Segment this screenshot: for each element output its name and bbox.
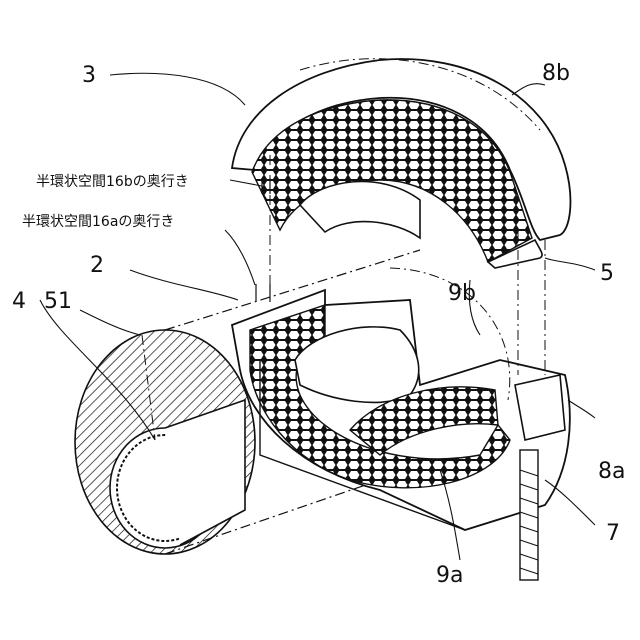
- bolt: [520, 450, 538, 580]
- label-4: 4: [12, 289, 26, 314]
- label-9a: 9a: [436, 563, 463, 588]
- label-2: 2: [90, 253, 104, 278]
- label-8b: 8b: [542, 61, 570, 86]
- label-51: 51: [44, 289, 72, 314]
- label-5: 5: [600, 261, 614, 286]
- label-3: 3: [82, 63, 96, 88]
- annotation-depth-16a: 半環状空間16aの奥行き: [22, 213, 174, 230]
- label-8a: 8a: [598, 459, 625, 484]
- lower-half-holder: [232, 290, 570, 530]
- label-7: 7: [606, 521, 620, 546]
- annotation-depth-16b: 半環状空間16bの奥行き: [36, 173, 189, 190]
- label-9b: 9b: [448, 281, 476, 306]
